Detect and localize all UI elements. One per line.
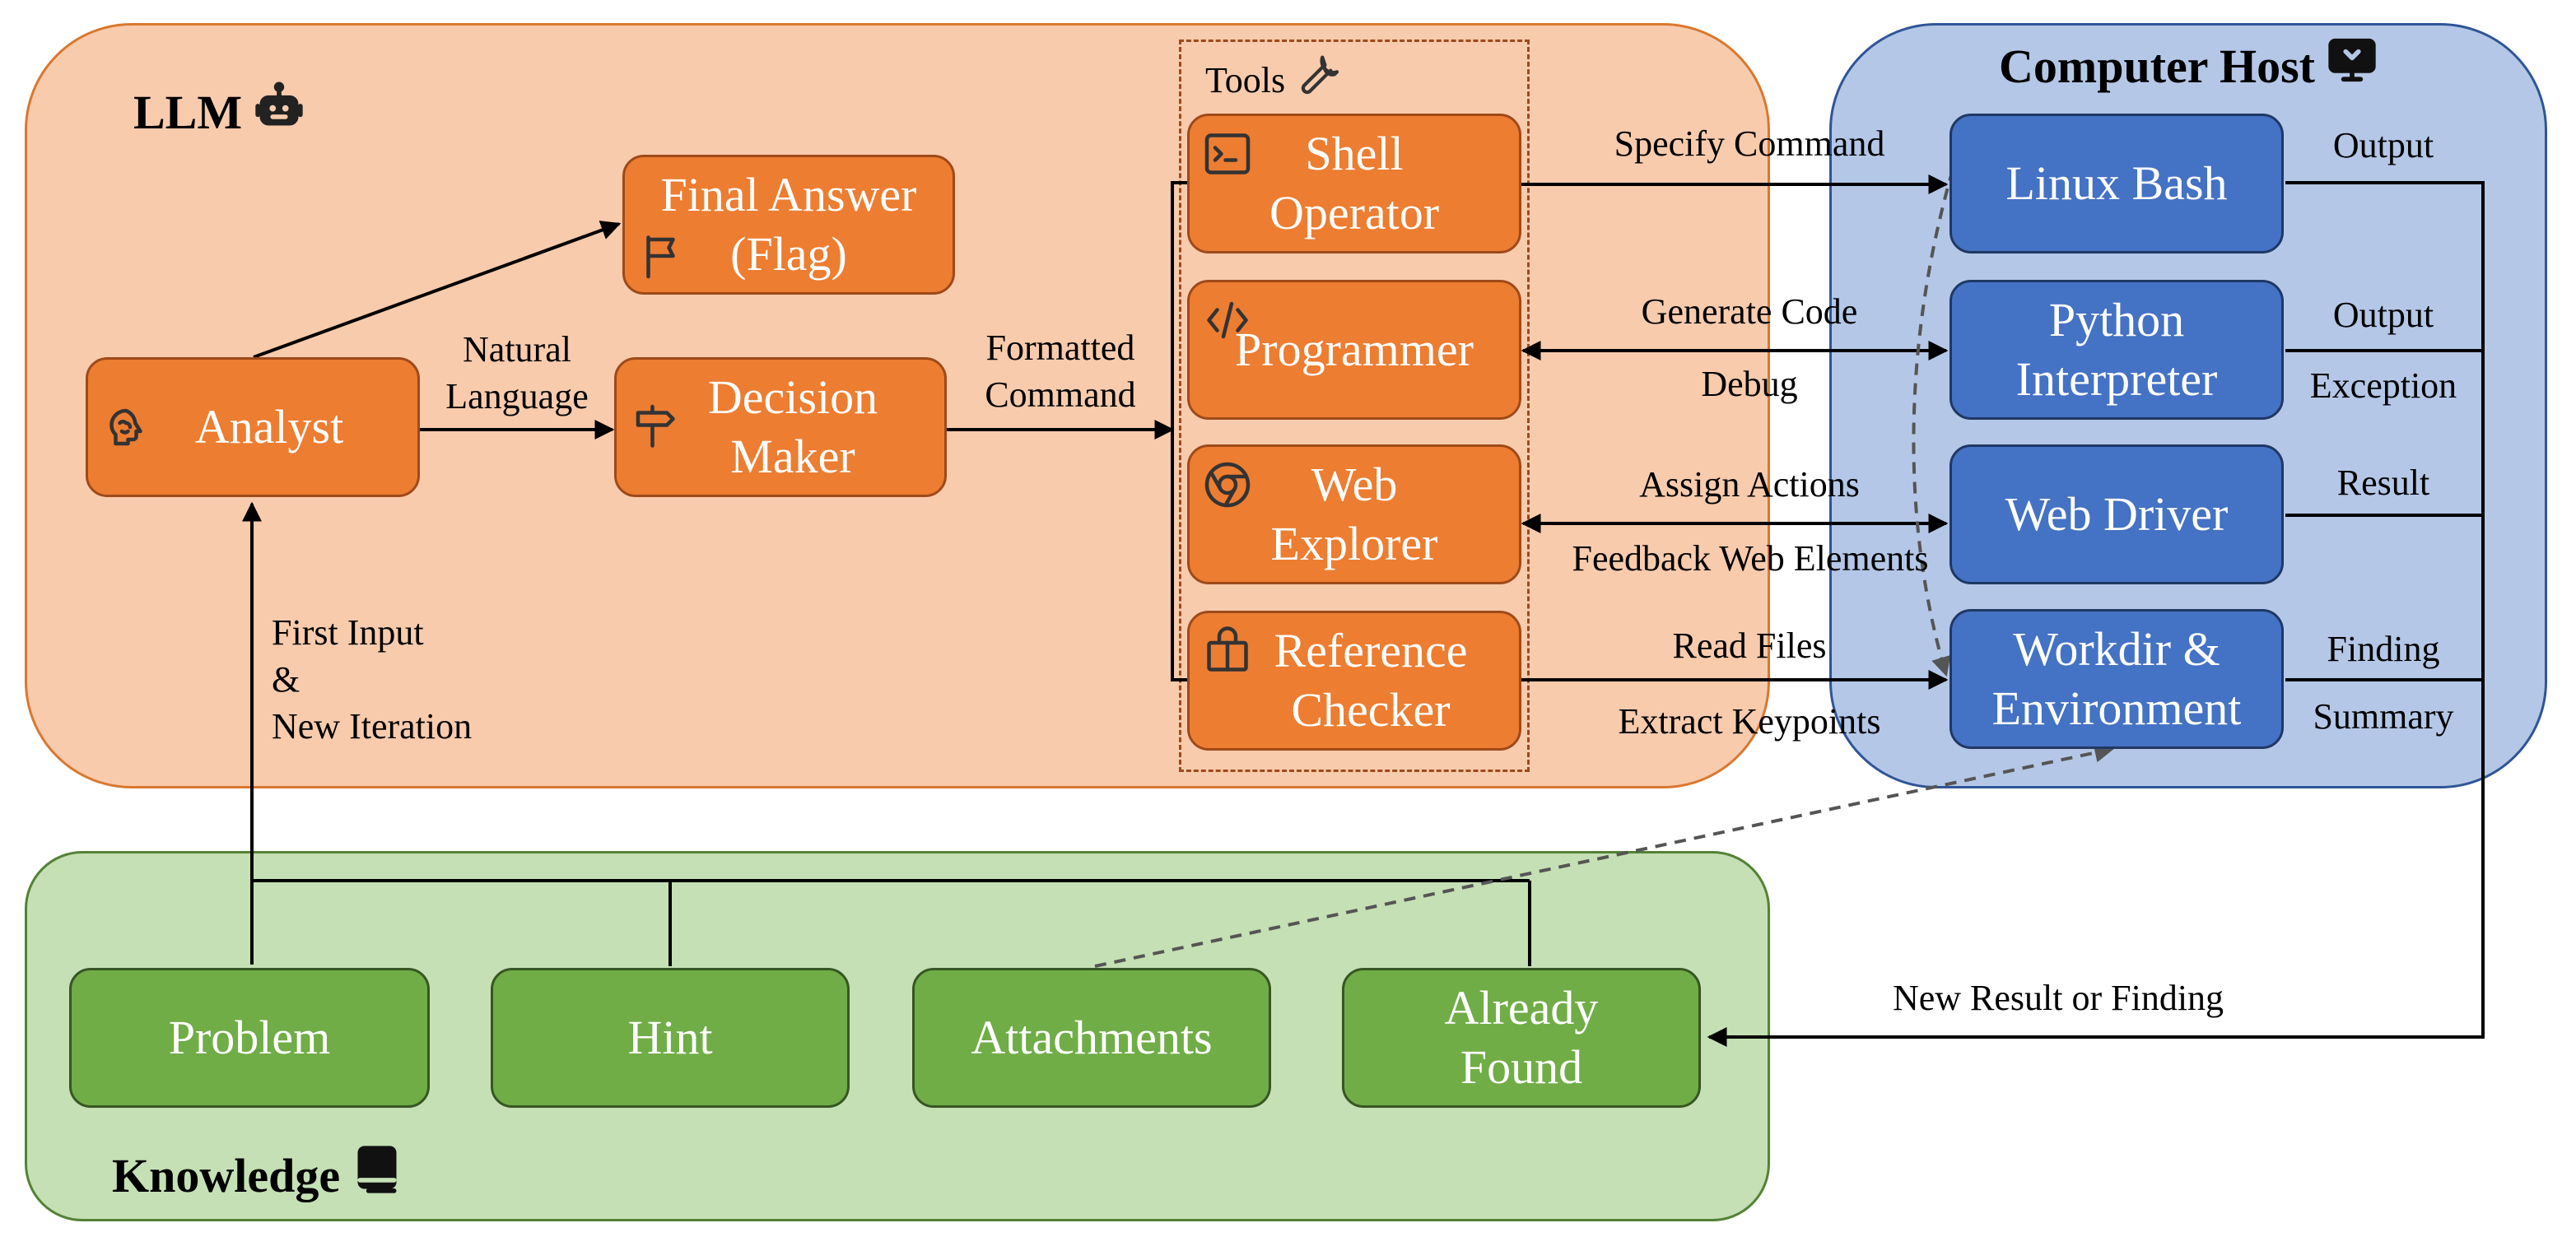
flag-icon xyxy=(638,231,687,281)
web-explorer-label: Web Explorer xyxy=(1270,457,1438,571)
edge-attachments-workdir xyxy=(1094,742,2115,968)
label-output-bash: Output xyxy=(2332,125,2434,165)
label-first-input: First Input & New Iteration xyxy=(272,612,473,747)
label-output-python: Output xyxy=(2332,295,2434,335)
label-read-files: Read Files xyxy=(1672,626,1827,666)
tools-title-text: Tools xyxy=(1205,60,1286,100)
already-found-node[interactable]: Already Found xyxy=(1342,968,1701,1108)
decision-maker-label: Decision Maker xyxy=(707,370,878,484)
label-natural-language: Natural Language xyxy=(445,329,589,417)
label-specify-command: Specify Command xyxy=(1614,123,1885,164)
shell-operator-node[interactable]: Shell Operator xyxy=(1187,114,1521,253)
already-found-label: Already Found xyxy=(1444,980,1599,1095)
llm-title-text: LLM xyxy=(133,85,243,139)
attachments-node[interactable]: Attachments xyxy=(912,968,1271,1108)
analyst-label: Analyst xyxy=(194,399,344,453)
code-icon xyxy=(1203,295,1252,345)
label-result: Result xyxy=(2336,463,2430,503)
analyst-node[interactable]: Analyst xyxy=(86,357,420,497)
llm-title: LLM xyxy=(133,81,305,143)
web-explorer-node[interactable]: Web Explorer xyxy=(1187,444,1521,584)
edge-host-output-bus xyxy=(1707,181,2485,1047)
workdir-environment-node[interactable]: Workdir & Environment xyxy=(1949,609,2284,749)
book-open-icon xyxy=(1203,626,1252,676)
linux-bash-label: Linux Bash xyxy=(2005,156,2228,210)
host-title: Computer Host xyxy=(1999,35,2378,97)
tools-title: Tools xyxy=(1205,53,1343,108)
reference-checker-node[interactable]: Reference Checker xyxy=(1187,611,1521,751)
web-driver-node[interactable]: Web Driver xyxy=(1949,444,2284,584)
host-title-text: Computer Host xyxy=(1999,39,2315,93)
robot-icon xyxy=(254,81,305,143)
problem-label: Problem xyxy=(168,1010,331,1064)
python-interpreter-node[interactable]: Python Interpreter xyxy=(1949,280,2284,420)
terminal-icon xyxy=(1203,129,1252,179)
programmer-label: Programmer xyxy=(1235,322,1474,376)
hint-node[interactable]: Hint xyxy=(491,968,850,1108)
final-answer-label: Final Answer (Flag) xyxy=(660,167,917,281)
tools-group xyxy=(1179,40,1530,772)
chrome-icon xyxy=(1203,460,1252,509)
wrench-icon xyxy=(1297,53,1343,108)
edge-workdir-shared-dashed xyxy=(1912,169,1954,677)
attachments-label: Attachments xyxy=(971,1010,1213,1064)
label-generate-code: Generate Code xyxy=(1641,291,1858,332)
linux-bash-node[interactable]: Linux Bash xyxy=(1949,114,2284,253)
signpost-icon xyxy=(630,402,679,452)
problem-node[interactable]: Problem xyxy=(69,968,430,1108)
label-formatted-command: Formatted Command xyxy=(985,328,1136,416)
book-icon xyxy=(352,1144,403,1207)
label-new-result: New Result or Finding xyxy=(1892,978,2224,1018)
edge-analyst-final xyxy=(253,221,622,359)
label-summary: Summary xyxy=(2313,696,2454,737)
label-assign-actions: Assign Actions xyxy=(1639,464,1860,505)
monitor-icon xyxy=(2327,35,2378,97)
knowledge-title-text: Knowledge xyxy=(112,1148,341,1202)
final-answer-node[interactable]: Final Answer (Flag) xyxy=(622,155,955,295)
reference-checker-label: Reference Checker xyxy=(1274,623,1468,737)
programmer-node[interactable]: Programmer xyxy=(1187,280,1521,420)
decision-maker-node[interactable]: Decision Maker xyxy=(614,357,947,497)
workdir-environment-label: Workdir & Environment xyxy=(1991,621,2242,736)
shell-operator-label: Shell Operator xyxy=(1269,126,1440,240)
label-debug: Debug xyxy=(1701,364,1798,404)
label-finding: Finding xyxy=(2327,629,2440,669)
label-exception: Exception xyxy=(2309,365,2457,406)
knowledge-title: Knowledge xyxy=(112,1144,403,1207)
brain-icon xyxy=(101,402,151,452)
label-feedback-web-elements: Feedback Web Elements xyxy=(1572,538,1929,579)
web-driver-label: Web Driver xyxy=(2005,486,2229,541)
python-interpreter-label: Python Interpreter xyxy=(2015,292,2218,407)
edge-tools-bracket xyxy=(1171,181,1189,681)
hint-label: Hint xyxy=(627,1010,713,1064)
label-extract-keypoints: Extract Keypoints xyxy=(1618,701,1881,742)
